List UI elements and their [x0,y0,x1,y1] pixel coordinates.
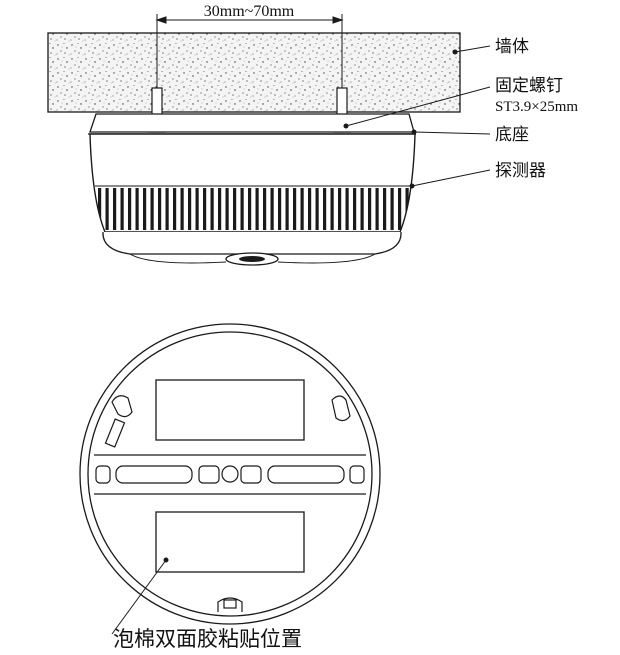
vent-slat [345,188,349,230]
vent-slat [165,188,169,230]
vent-slat [368,188,372,230]
vent-slat [338,188,342,230]
vent-slat [270,188,274,230]
vent-slat [323,188,327,230]
base [89,113,415,133]
vent-slat [180,188,184,230]
vent-slat [210,188,214,230]
screw-label: 固定螺钉 [495,76,563,96]
vent-slat [360,188,364,230]
vent-slat [330,188,334,230]
vent-slat [225,188,229,230]
side-clip-left [104,395,133,448]
vent-slat [113,188,117,230]
vent-slat [308,188,312,230]
vent-slat [390,188,394,230]
vent-slat [98,188,102,230]
vent-slat [248,188,252,230]
vent-slat [383,188,387,230]
vent-slat [195,188,199,230]
vent-slat [353,188,357,230]
vent-slat [398,188,402,230]
vent-slat [263,188,267,230]
foam-tape-area-top [155,379,305,441]
vent-slat [293,188,297,230]
vent-slat [150,188,154,230]
foam-tape-area-bottom [155,511,305,573]
vent-slat [203,188,207,230]
vent-slat [255,188,259,230]
vent-slat [315,188,319,230]
vent-slat [128,188,132,230]
side-clip-right [331,395,351,422]
detector-body [89,133,416,266]
vent-slat [173,188,177,230]
caption-leader [111,559,167,635]
mounting-slot-band [94,454,366,495]
vent-slat [375,188,379,230]
vent-slat [188,188,192,230]
vent-slat [158,188,162,230]
base-label: 底座 [495,125,529,145]
vent-slat [143,188,147,230]
vent-slat [105,188,109,230]
screw-spec-label: ST3.9×25mm [495,99,578,115]
vent-slat [240,188,244,230]
vent-slat [135,188,139,230]
base-plate [79,323,381,625]
detector-label: 探测器 [495,161,546,181]
dimension-marker [155,14,344,90]
dimension-label: 30mm~70mm [204,3,295,20]
wall-slab [47,32,461,113]
vent-slat [120,188,124,230]
vent-slat [300,188,304,230]
vent-slat [233,188,237,230]
bottom-notch [217,597,243,612]
vent-slat [278,188,282,230]
vent-slat [218,188,222,230]
foam-tape-caption: 泡棉双面胶粘贴位置 [113,627,302,651]
vent-slat [285,188,289,230]
wall-label: 墙体 [495,37,529,57]
